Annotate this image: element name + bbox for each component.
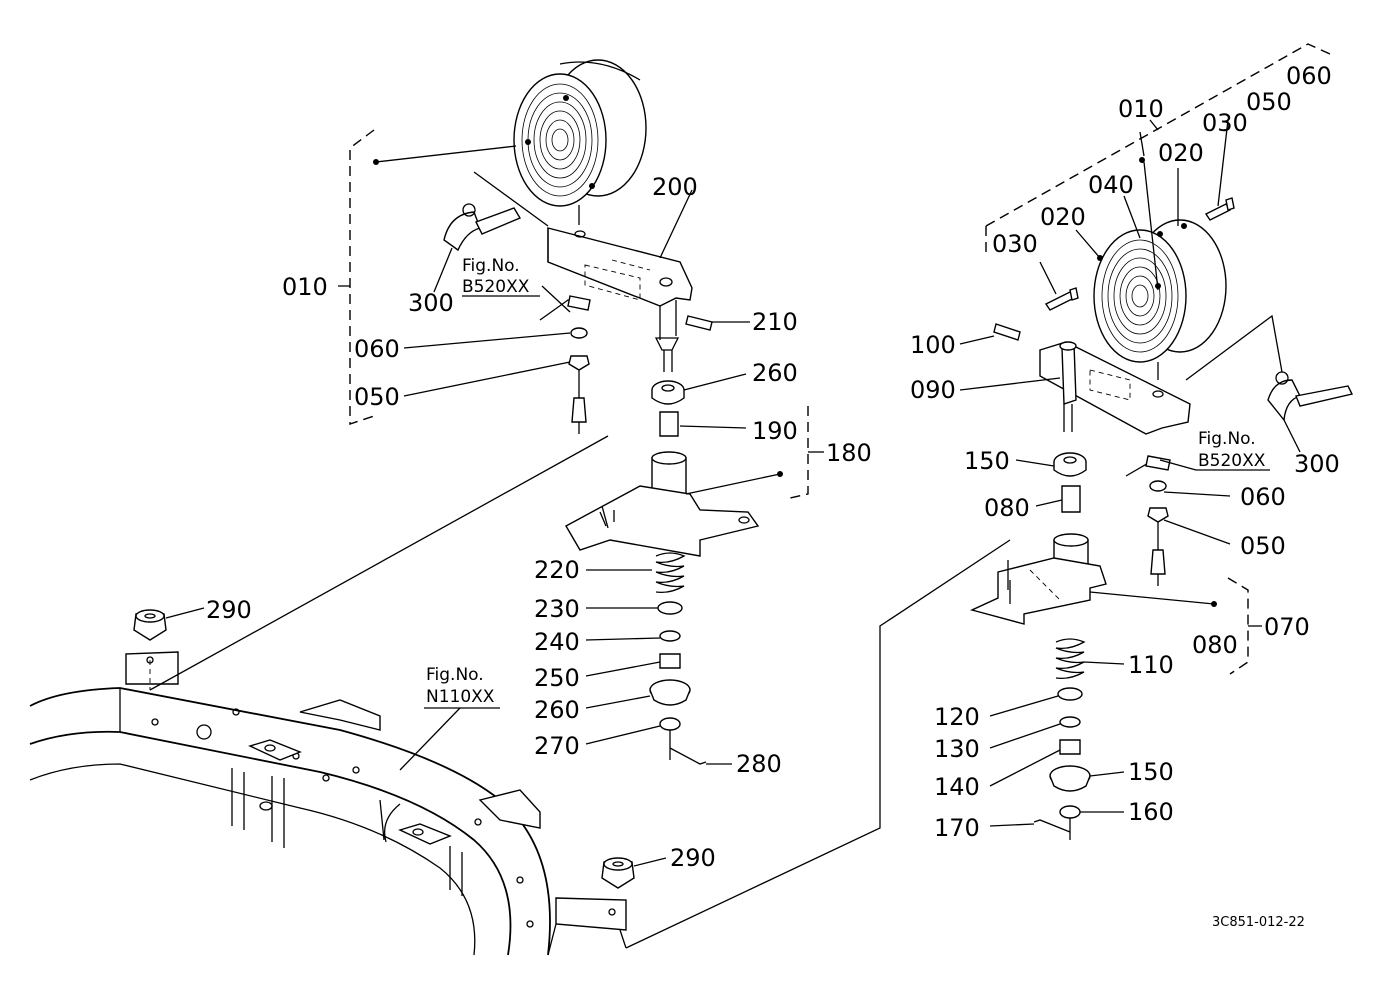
fig-ref-right-title: Fig.No. [1198, 429, 1256, 449]
fig-ref-frame-number: N110XX [426, 687, 495, 707]
label-170: 170 [934, 814, 980, 842]
figure-references: Fig.No. B520XX Fig.No. B520XX Fig.No. N1… [399, 256, 1266, 771]
fig-ref-frame-title: Fig.No. [426, 665, 484, 685]
right-lamp [1093, 219, 1227, 380]
right-connector [1125, 455, 1171, 586]
label-050-left: 050 [354, 383, 400, 411]
label-160: 160 [1128, 798, 1174, 826]
label-090: 090 [910, 376, 956, 404]
label-210: 210 [752, 308, 798, 336]
label-030-right: 030 [1202, 109, 1248, 137]
label-040: 040 [1088, 171, 1134, 199]
label-130: 130 [934, 735, 980, 763]
label-300-left: 300 [408, 289, 454, 317]
left-connector [539, 295, 591, 434]
label-260-top: 260 [752, 359, 798, 387]
label-060-right: 060 [1240, 483, 1286, 511]
label-220: 220 [534, 556, 580, 584]
rops-frame [29, 651, 627, 956]
label-080-top: 080 [984, 494, 1030, 522]
right-spring-stack [1033, 638, 1091, 840]
fig-ref-left-number: B520XX [462, 277, 530, 297]
label-080-bottom: 080 [1192, 631, 1238, 659]
label-020-left: 020 [1040, 203, 1086, 231]
label-260-bottom: 260 [534, 696, 580, 724]
label-100: 100 [910, 331, 956, 359]
label-150-top: 150 [964, 447, 1010, 475]
fig-ref-right-number: B520XX [1198, 451, 1266, 471]
part-labels: 010 060 050 300 200 210 260 190 180 220 … [206, 62, 1340, 872]
label-240: 240 [534, 628, 580, 656]
label-230: 230 [534, 595, 580, 623]
label-060-left: 060 [354, 335, 400, 363]
label-250: 250 [534, 664, 580, 692]
left-stay [565, 451, 760, 557]
nut-290-top [133, 609, 167, 641]
left-spring-stack [649, 552, 707, 765]
left-harness-clip [443, 171, 549, 252]
label-020-right: 020 [1158, 139, 1204, 167]
label-060-right-top: 060 [1286, 62, 1332, 90]
label-150-bottom: 150 [1128, 758, 1174, 786]
label-120: 120 [934, 703, 980, 731]
label-010-right: 010 [1118, 95, 1164, 123]
left-bracket [547, 227, 693, 372]
label-010-left: 010 [282, 273, 328, 301]
label-110: 110 [1128, 651, 1174, 679]
drawing-number: 3C851-012-22 [1212, 915, 1305, 930]
label-050-right-top: 050 [1246, 88, 1292, 116]
label-270: 270 [534, 732, 580, 760]
left-lamp [513, 59, 647, 225]
label-180: 180 [826, 439, 872, 467]
label-070: 070 [1264, 613, 1310, 641]
label-290-bottom: 290 [670, 844, 716, 872]
label-300-right: 300 [1294, 450, 1340, 478]
right-lamp-assembly [959, 43, 1354, 840]
label-280: 280 [736, 750, 782, 778]
label-140: 140 [934, 773, 980, 801]
fig-ref-left-title: Fig.No. [462, 256, 520, 276]
right-bracket [1039, 341, 1191, 435]
right-stay [969, 533, 1107, 625]
left-lamp-assembly [338, 59, 824, 765]
nut-290-bottom [601, 857, 635, 889]
label-050-right: 050 [1240, 532, 1286, 560]
right-harness-clip [1185, 314, 1354, 422]
label-290-top: 290 [206, 596, 252, 624]
label-190: 190 [752, 417, 798, 445]
label-030-left: 030 [992, 230, 1038, 258]
label-200: 200 [652, 173, 698, 201]
